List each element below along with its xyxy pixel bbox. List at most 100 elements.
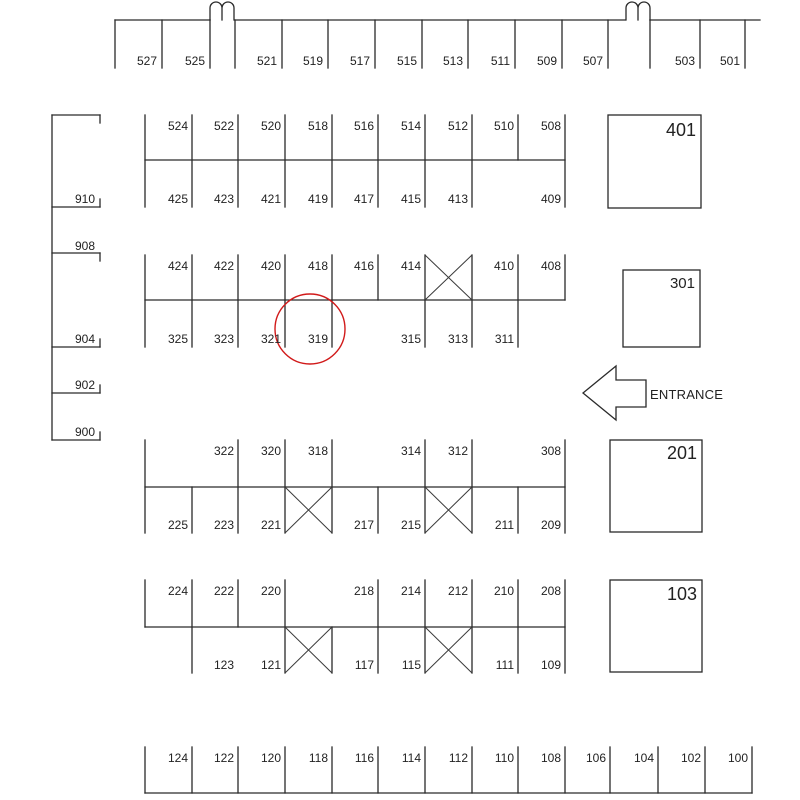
booth-label[interactable]: 522 <box>214 119 234 133</box>
booth-label[interactable]: 215 <box>401 518 421 532</box>
booth-label[interactable]: 417 <box>354 192 374 206</box>
booth-label[interactable]: 110 <box>495 751 514 765</box>
booth-label[interactable]: 122 <box>214 751 234 765</box>
booth-label[interactable]: 321 <box>261 332 281 346</box>
booth-label[interactable]: 214 <box>401 584 421 598</box>
booth-label[interactable]: 425 <box>168 192 188 206</box>
booth-label[interactable]: 415 <box>401 192 421 206</box>
booth-label[interactable]: 519 <box>303 54 323 68</box>
booth-label[interactable]: 507 <box>583 54 603 68</box>
island-booth-label: 301 <box>670 275 695 292</box>
booth-label[interactable]: 323 <box>214 332 234 346</box>
booth-label[interactable]: 315 <box>401 332 421 346</box>
booth-label[interactable]: 421 <box>261 192 281 206</box>
island-booth-201[interactable] <box>609 439 703 533</box>
booth-label[interactable]: 518 <box>308 119 328 133</box>
booth-label[interactable]: 211 <box>495 518 514 532</box>
booth-label[interactable]: 209 <box>541 518 561 532</box>
booth-label[interactable]: 116 <box>355 751 374 765</box>
booth-label[interactable]: 521 <box>257 54 277 68</box>
booth-label[interactable]: 908 <box>75 239 95 253</box>
booth-label[interactable]: 121 <box>261 658 281 672</box>
booth-label[interactable]: 514 <box>401 119 421 133</box>
booth-label[interactable]: 511 <box>491 54 510 68</box>
booth-label[interactable]: 123 <box>214 658 234 672</box>
booth-label[interactable]: 102 <box>681 751 701 765</box>
booth-label[interactable]: 224 <box>168 584 188 598</box>
booth-label[interactable]: 524 <box>168 119 188 133</box>
booth-label[interactable]: 221 <box>261 518 281 532</box>
booth-label[interactable]: 314 <box>401 444 421 458</box>
booth-label[interactable]: 424 <box>168 259 188 273</box>
cross-mark <box>424 626 473 674</box>
booth-label[interactable]: 509 <box>537 54 557 68</box>
booth-label[interactable]: 413 <box>448 192 468 206</box>
booth-label[interactable]: 423 <box>214 192 234 206</box>
booth-label[interactable]: 124 <box>168 751 188 765</box>
booth-label[interactable]: 311 <box>495 332 514 346</box>
booth-label[interactable]: 520 <box>261 119 281 133</box>
booth-label[interactable]: 416 <box>354 259 374 273</box>
booth-label[interactable]: 410 <box>494 259 514 273</box>
booth-label[interactable]: 527 <box>137 54 157 68</box>
island-booth-103[interactable] <box>609 579 703 673</box>
booth-label[interactable]: 414 <box>401 259 421 273</box>
booth-label[interactable]: 409 <box>541 192 561 206</box>
entrance-label: ENTRANCE <box>650 387 723 402</box>
booth-label[interactable]: 322 <box>214 444 234 458</box>
island-booth-label: 201 <box>667 443 697 463</box>
island-booth-401[interactable] <box>607 114 702 209</box>
island-booth-301[interactable] <box>622 269 701 348</box>
booth-label[interactable]: 104 <box>634 751 654 765</box>
booth-label[interactable]: 217 <box>354 518 374 532</box>
booth-label[interactable]: 111 <box>496 658 515 672</box>
booth-label[interactable]: 109 <box>541 658 561 672</box>
booth-label[interactable]: 120 <box>261 751 281 765</box>
booth-label[interactable]: 208 <box>541 584 561 598</box>
booth-label[interactable]: 212 <box>448 584 468 598</box>
booth-label[interactable]: 222 <box>214 584 234 598</box>
booth-label[interactable]: 118 <box>309 751 328 765</box>
booth-label[interactable]: 503 <box>675 54 695 68</box>
booth-label[interactable]: 210 <box>494 584 514 598</box>
booth-label[interactable]: 218 <box>354 584 374 598</box>
booth-label[interactable]: 418 <box>308 259 328 273</box>
booth-label[interactable]: 516 <box>354 119 374 133</box>
cross-mark <box>284 486 333 534</box>
booth-label[interactable]: 100 <box>728 751 748 765</box>
booth-label[interactable]: 408 <box>541 259 561 273</box>
booth-label[interactable]: 308 <box>541 444 561 458</box>
booth-label[interactable]: 422 <box>214 259 234 273</box>
booth-label[interactable]: 910 <box>75 192 95 206</box>
booth-label[interactable]: 117 <box>355 658 374 672</box>
island-booth-label: 103 <box>667 584 697 604</box>
booth-label[interactable]: 419 <box>308 192 328 206</box>
booth-label[interactable]: 501 <box>720 54 740 68</box>
booth-label[interactable]: 223 <box>214 518 234 532</box>
booth-label[interactable]: 108 <box>541 751 561 765</box>
booth-label[interactable]: 115 <box>402 658 421 672</box>
booth-label[interactable]: 114 <box>402 751 421 765</box>
booth-label-highlighted[interactable]: 319 <box>308 332 328 346</box>
door-icon <box>625 1 651 21</box>
booth-label[interactable]: 220 <box>261 584 281 598</box>
booth-label[interactable]: 508 <box>541 119 561 133</box>
booth-label[interactable]: 517 <box>350 54 370 68</box>
booth-label[interactable]: 318 <box>308 444 328 458</box>
booth-label[interactable]: 320 <box>261 444 281 458</box>
booth-label[interactable]: 313 <box>448 332 468 346</box>
booth-label[interactable]: 510 <box>494 119 514 133</box>
booth-label[interactable]: 900 <box>75 425 95 439</box>
booth-label[interactable]: 512 <box>448 119 468 133</box>
booth-label[interactable]: 420 <box>261 259 281 273</box>
booth-label[interactable]: 904 <box>75 332 95 346</box>
booth-label[interactable]: 112 <box>449 751 468 765</box>
booth-label[interactable]: 312 <box>448 444 468 458</box>
booth-label[interactable]: 525 <box>185 54 205 68</box>
booth-label[interactable]: 902 <box>75 378 95 392</box>
booth-label[interactable]: 515 <box>397 54 417 68</box>
booth-label[interactable]: 106 <box>586 751 606 765</box>
booth-label[interactable]: 325 <box>168 332 188 346</box>
booth-label[interactable]: 225 <box>168 518 188 532</box>
booth-label[interactable]: 513 <box>443 54 463 68</box>
